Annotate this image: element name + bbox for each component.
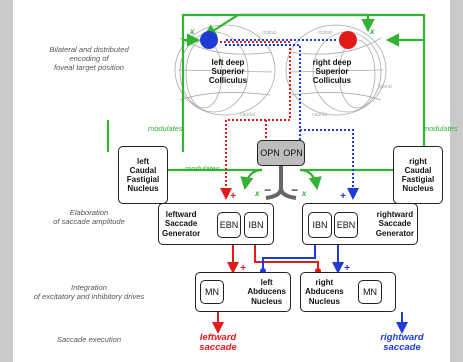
stage-encoding: Bilateral and distributed encoding of fo… <box>49 45 129 73</box>
map-label-caudal-left: caudal <box>240 112 255 118</box>
stage-integration: Integration of excitatory and inhibitory… <box>33 283 145 302</box>
sign-minus-right: − <box>291 183 299 197</box>
leftward-saccade-output: leftward saccade <box>199 332 237 354</box>
right-colliculus-label: right deep Superior Colliculus <box>312 58 352 86</box>
mn-left: MN <box>200 280 224 304</box>
rightward-generator-label: rightward Saccade Generator <box>375 210 414 238</box>
map-label-rostral-left: rostral <box>262 30 276 36</box>
right-colliculus-focus <box>339 31 357 49</box>
left-caudal-fastigial-nucleus: left Caudal Fastigial Nucleus <box>118 146 168 204</box>
sign-x-colliculus-right: x <box>370 27 375 36</box>
sign-x-left: x <box>255 189 260 198</box>
modulates-label-right: modulates <box>423 124 458 133</box>
opn-right: OPN <box>282 143 304 163</box>
map-label-rostral-right: rostral <box>318 30 332 36</box>
sign-x-right: x <box>302 189 307 198</box>
ibn-left: IBN <box>244 212 268 238</box>
rightward-saccade-output: rightward saccade <box>380 332 424 354</box>
left-colliculus-label: left deep Superior Colliculus <box>208 58 248 86</box>
rightward-saccade-generator: rightward Saccade Generator <box>302 203 418 245</box>
sign-plus-abducens-left: + <box>240 263 246 274</box>
stage-execution: Saccade execution <box>56 335 122 344</box>
sign-plus-abducens-right: + <box>344 263 350 274</box>
leftward-generator-label: leftward Saccade Generator <box>162 210 201 238</box>
sign-plus-left: + <box>230 191 236 202</box>
map-label-lateral: lateral <box>378 84 392 90</box>
sign-plus-right: + <box>340 191 346 202</box>
sign-minus-left: − <box>264 183 272 197</box>
right-abducens-label: right Abducens Nucleus <box>305 278 344 306</box>
map-label-caudal-right: caudal <box>312 112 327 118</box>
sign-x-colliculus-left: x <box>190 27 195 36</box>
stage-amplitude: Elaboration of saccade amplitude <box>53 208 125 227</box>
mn-right: MN <box>358 280 382 304</box>
modulates-label-center: modulates <box>185 164 220 173</box>
left-colliculus-focus <box>200 31 218 49</box>
modulates-label-left: modulates <box>148 124 183 133</box>
opn-left: OPN <box>259 143 281 163</box>
ebn-left: EBN <box>217 212 241 238</box>
ebn-right: EBN <box>334 212 358 238</box>
ibn-right: IBN <box>308 212 332 238</box>
right-caudal-fastigial-nucleus: right Caudal Fastigial Nucleus <box>393 146 443 204</box>
left-abducens-label: left Abducens Nucleus <box>247 278 286 306</box>
